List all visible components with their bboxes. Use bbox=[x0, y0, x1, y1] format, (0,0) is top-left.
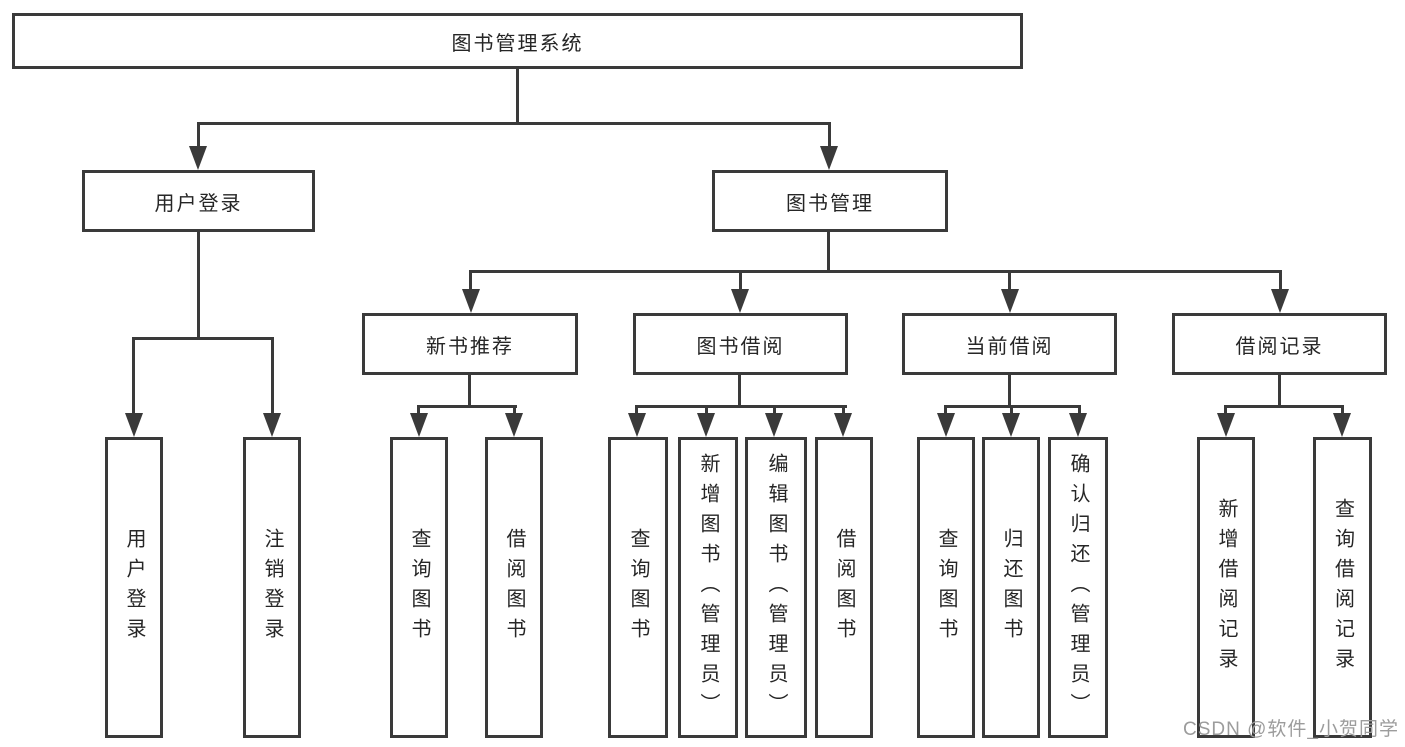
leaf-confirm-return-admin: 确认归还（管理员） bbox=[1048, 437, 1108, 738]
node-label: 查询借阅记录 bbox=[1331, 497, 1354, 678]
node-new-book-recommend: 新书推荐 bbox=[362, 313, 578, 375]
node-label: 注销登录 bbox=[261, 527, 283, 648]
arrow-down-icon bbox=[765, 413, 783, 437]
csdn-watermark: CSDN @软件_小贺同学 bbox=[1183, 719, 1399, 740]
connector-drop bbox=[271, 337, 274, 413]
connector-drop bbox=[705, 405, 708, 413]
arrow-down-icon bbox=[731, 289, 749, 313]
connector-drop bbox=[1279, 270, 1282, 289]
connector-drop bbox=[417, 405, 420, 413]
node-label: 图书借阅 bbox=[696, 335, 785, 358]
node-label: 用户登录 bbox=[123, 527, 145, 648]
connector-drop bbox=[739, 270, 742, 289]
node-label: 归还图书 bbox=[1000, 527, 1022, 648]
leaf-add-books-admin: 新增图书（管理员） bbox=[678, 437, 738, 738]
arrow-down-icon bbox=[1002, 413, 1020, 437]
connector-drop bbox=[513, 405, 516, 413]
node-label: 查询图书 bbox=[408, 527, 430, 648]
arrow-down-icon bbox=[462, 289, 480, 313]
connector-drop bbox=[828, 122, 831, 146]
connector-stem-current bbox=[1008, 375, 1011, 408]
arrow-down-icon bbox=[820, 146, 838, 170]
connector-drop bbox=[197, 122, 200, 146]
arrow-down-icon bbox=[263, 413, 281, 437]
leaf-query-books-recommend: 查询图书 bbox=[390, 437, 448, 738]
leaf-borrow-books-recommend: 借阅图书 bbox=[485, 437, 543, 738]
connector-drop bbox=[1010, 405, 1013, 413]
connector-stem-book-management bbox=[827, 232, 830, 273]
connector-stem-borrowing bbox=[738, 375, 741, 408]
node-user-login: 用户登录 bbox=[82, 170, 315, 232]
connector-drop bbox=[842, 405, 845, 413]
connector-drop bbox=[132, 337, 135, 413]
leaf-logout: 注销登录 bbox=[243, 437, 301, 738]
node-label: 借阅图书 bbox=[833, 527, 855, 648]
node-label: 图书管理 bbox=[786, 192, 874, 215]
connector-drop bbox=[1078, 405, 1081, 413]
arrow-down-icon bbox=[628, 413, 646, 437]
node-current-borrowing: 当前借阅 bbox=[902, 313, 1117, 375]
node-label: 借阅图书 bbox=[503, 527, 525, 648]
leaf-query-borrow-record: 查询借阅记录 bbox=[1313, 437, 1372, 738]
node-label: 图书管理系统 bbox=[451, 32, 584, 55]
connector-drop bbox=[773, 405, 776, 413]
node-borrowing-records: 借阅记录 bbox=[1172, 313, 1387, 375]
arrow-down-icon bbox=[410, 413, 428, 437]
connector-stem-root bbox=[516, 69, 519, 125]
node-label: 新增图书（管理员） bbox=[697, 452, 719, 723]
node-label: 新书推荐 bbox=[426, 335, 514, 358]
connector-drop bbox=[469, 270, 472, 289]
arrow-down-icon bbox=[1069, 413, 1087, 437]
arrow-down-icon bbox=[697, 413, 715, 437]
connector-drop bbox=[1341, 405, 1344, 413]
leaf-query-books-borrow: 查询图书 bbox=[608, 437, 668, 738]
leaf-user-login: 用户登录 bbox=[105, 437, 163, 738]
node-label: 查询图书 bbox=[627, 527, 649, 648]
leaf-add-borrow-record: 新增借阅记录 bbox=[1197, 437, 1255, 738]
node-label: 用户登录 bbox=[154, 192, 243, 215]
leaf-return-books: 归还图书 bbox=[982, 437, 1040, 738]
arrow-down-icon bbox=[1271, 289, 1289, 313]
connector-drop bbox=[635, 405, 638, 413]
node-book-borrowing: 图书借阅 bbox=[633, 313, 848, 375]
connector-stem-recommend bbox=[468, 375, 471, 408]
node-label: 查询图书 bbox=[935, 527, 957, 648]
leaf-borrow-books: 借阅图书 bbox=[815, 437, 873, 738]
connector-hline-root bbox=[197, 122, 831, 125]
arrow-down-icon bbox=[834, 413, 852, 437]
node-label: 借阅记录 bbox=[1235, 335, 1324, 358]
node-library-system: 图书管理系统 bbox=[12, 13, 1023, 69]
node-label: 编辑图书（管理员） bbox=[765, 452, 787, 723]
connector-hline-book-management bbox=[469, 270, 1282, 273]
arrow-down-icon bbox=[505, 413, 523, 437]
arrow-down-icon bbox=[189, 146, 207, 170]
leaf-edit-books-admin: 编辑图书（管理员） bbox=[745, 437, 807, 738]
arrow-down-icon bbox=[125, 413, 143, 437]
node-label: 当前借阅 bbox=[965, 335, 1054, 358]
connector-drop bbox=[1224, 405, 1227, 413]
node-label: 新增借阅记录 bbox=[1215, 497, 1237, 678]
connector-stem-records bbox=[1278, 375, 1281, 408]
connector-drop bbox=[944, 405, 947, 413]
node-label: 确认归还（管理员） bbox=[1067, 452, 1089, 723]
arrow-down-icon bbox=[1217, 413, 1235, 437]
connector-hline-recommend bbox=[417, 405, 517, 408]
arrow-down-icon bbox=[937, 413, 955, 437]
connector-drop bbox=[1008, 270, 1011, 289]
connector-hline-borrowing bbox=[635, 405, 847, 408]
connector-stem-user-login bbox=[197, 232, 200, 340]
connector-hline-user-login bbox=[132, 337, 274, 340]
connector-hline-records bbox=[1224, 405, 1344, 408]
leaf-query-books-current: 查询图书 bbox=[917, 437, 975, 738]
arrow-down-icon bbox=[1333, 413, 1351, 437]
node-book-management: 图书管理 bbox=[712, 170, 948, 232]
arrow-down-icon bbox=[1001, 289, 1019, 313]
